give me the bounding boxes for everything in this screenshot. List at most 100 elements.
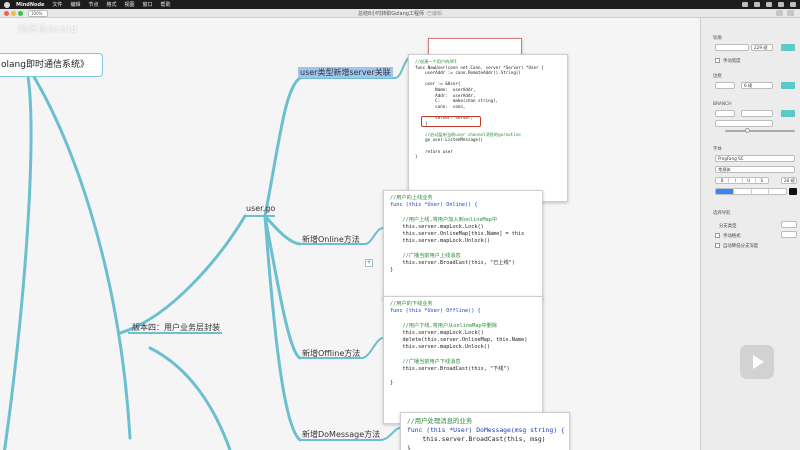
code-line: this.server.BroadCast(this, "下线") xyxy=(390,365,510,372)
section-outline-title: 轮廓 xyxy=(713,36,722,41)
code-line: func (this *User) Online() { xyxy=(390,202,478,209)
font-weight-select[interactable]: 常规体 xyxy=(715,166,795,173)
code-line xyxy=(390,209,536,216)
section-border-title: 边框 xyxy=(713,74,722,79)
auto-collapse-checkbox[interactable] xyxy=(715,243,720,248)
font-size-input[interactable]: 20 磅 xyxy=(781,177,797,184)
menu-window[interactable]: 窗口 xyxy=(142,2,153,8)
branch-version4-to-usergo xyxy=(118,214,247,335)
wifi-icon[interactable] xyxy=(742,2,748,7)
menu-format[interactable]: 格式 xyxy=(106,2,117,8)
clock-icon[interactable] xyxy=(766,2,772,7)
search-icon[interactable] xyxy=(778,2,784,7)
code-line: this.server.mapLock.Lock() xyxy=(390,329,484,336)
node-offline[interactable]: 新增Offline方法 xyxy=(302,349,361,358)
branch-type-label: 分支类型 xyxy=(719,224,737,229)
strikethrough-button[interactable]: S xyxy=(760,178,764,183)
outline-color-swatch[interactable] xyxy=(781,44,795,51)
menu-edit[interactable]: 编辑 xyxy=(70,2,81,8)
fullscreen-icon[interactable] xyxy=(18,11,23,16)
code-line: Addr: userAddr, xyxy=(415,92,476,98)
underline-button[interactable]: U xyxy=(743,178,756,183)
share-icon[interactable] xyxy=(776,10,783,16)
code-line: //启动监听当前user channel消息的goroutine xyxy=(415,131,521,137)
close-icon[interactable] xyxy=(4,11,9,16)
document-title: 总结8小时转职Golang工程师已编辑 xyxy=(0,10,800,17)
branch-style-select[interactable] xyxy=(715,110,735,117)
branch-weight-input[interactable] xyxy=(741,110,773,117)
branch-slider-knob[interactable] xyxy=(745,128,750,133)
video-play-button[interactable] xyxy=(740,345,774,379)
node-version4[interactable]: 版本四：用户业务层封装 xyxy=(132,323,220,332)
menu-view[interactable]: 视图 xyxy=(124,2,135,8)
minimize-icon[interactable] xyxy=(11,11,16,16)
code-line: conn: conn, xyxy=(415,103,466,109)
zoom-select[interactable]: 100% xyxy=(28,10,48,17)
align-center-icon[interactable] xyxy=(734,189,752,194)
code-line: //广播当前用户下线消息 xyxy=(390,358,461,365)
font-family-select[interactable]: PingFang SC xyxy=(715,155,795,162)
node-new-user-selected[interactable]: user类型新增server关联 xyxy=(298,67,393,78)
code-line: user := &User{ xyxy=(415,81,461,87)
node-online[interactable]: 新增Online方法 xyxy=(302,235,360,244)
control-center-icon[interactable] xyxy=(790,2,796,7)
align-right-icon[interactable] xyxy=(752,189,770,194)
watermark: 刘丹冰Aceld xyxy=(18,25,78,35)
code-line: C: make(chan string), xyxy=(415,98,499,104)
text-color-swatch[interactable] xyxy=(789,188,797,195)
italic-button[interactable]: I xyxy=(729,178,743,183)
align-left-icon[interactable] xyxy=(716,189,734,194)
branch-shape-select[interactable] xyxy=(715,120,773,127)
border-style-select[interactable] xyxy=(715,82,735,89)
branch-root-upper xyxy=(3,56,33,450)
app-menu[interactable]: MindNode xyxy=(16,1,45,8)
section-branch-title: BRANCH xyxy=(713,102,732,107)
mindmap-canvas[interactable]: 刘丹冰Aceld olang即时通信系统》 版本四：用户业务层封装 user.g… xyxy=(0,18,700,450)
edited-status: 已编辑 xyxy=(426,11,442,17)
highlight-box xyxy=(421,116,481,127)
code-line: Name: userAddr, xyxy=(415,86,476,92)
manual-width-checkbox[interactable] xyxy=(715,58,720,63)
code-line: //用户上线,将用户加入到onlineMap中 xyxy=(390,216,498,223)
manual-format-checkbox[interactable] xyxy=(715,233,720,238)
node-domessage[interactable]: 新增DoMessage方法 xyxy=(302,430,381,439)
root-node[interactable]: olang即时通信系统》 xyxy=(0,53,103,77)
outline-width-input[interactable]: 229 磅 xyxy=(751,44,773,51)
text-format-buttons: B I U S xyxy=(715,177,769,184)
play-icon xyxy=(753,355,764,369)
apple-menu-icon[interactable] xyxy=(4,1,10,8)
code-line: this.server.mapLock.Unlock() xyxy=(390,344,490,351)
branch-type-select[interactable] xyxy=(781,221,797,228)
menu-node[interactable]: 节点 xyxy=(88,2,99,8)
border-color-swatch[interactable] xyxy=(781,82,795,89)
menu-help[interactable]: 帮助 xyxy=(160,2,171,8)
connector-offline xyxy=(361,337,384,359)
branch-color-swatch[interactable] xyxy=(781,110,795,117)
bold-button[interactable]: B xyxy=(716,178,730,183)
branch-lines xyxy=(3,56,411,450)
manual-format-select[interactable] xyxy=(781,231,797,238)
window-titlebar: 100% 总结8小时转职Golang工程师已编辑 xyxy=(0,9,800,18)
align-justify-icon[interactable] xyxy=(769,189,786,194)
branch-slider[interactable] xyxy=(725,130,795,132)
code-line: //创建一个用户的API xyxy=(415,59,457,64)
branch-root-to-version4 xyxy=(20,56,132,440)
node-user-go[interactable]: user.go xyxy=(246,204,276,213)
window-controls xyxy=(4,11,23,16)
expand-toggle-icon[interactable]: + xyxy=(365,259,373,267)
outline-style-select[interactable] xyxy=(715,44,749,51)
battery-icon[interactable] xyxy=(754,2,760,7)
inspector-toggle-icon[interactable] xyxy=(787,10,794,16)
connector-online xyxy=(364,227,384,245)
border-weight-input[interactable]: 6 磅 xyxy=(741,82,773,89)
code-line: userAddr := conn.RemoteAddr().String() xyxy=(415,70,521,76)
code-line: this.server.mapLock.Unlock() xyxy=(390,238,490,245)
menu-file[interactable]: 文件 xyxy=(52,2,63,8)
